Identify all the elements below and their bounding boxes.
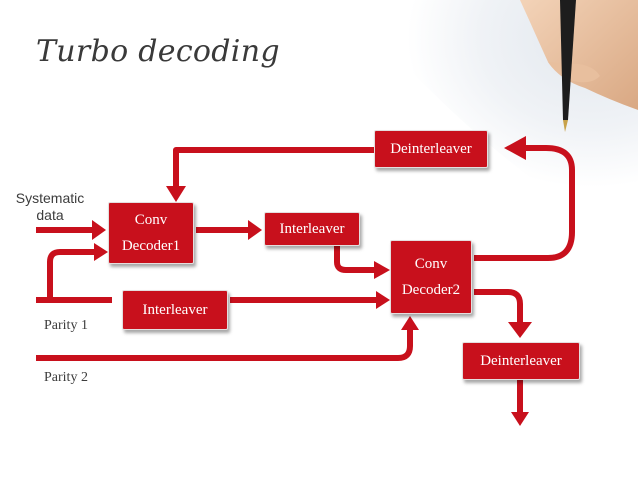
- parity2-label: Parity 2: [44, 370, 88, 385]
- interleaver-top-block: Interleaver: [264, 212, 360, 246]
- systematic-data-label: Systematic data: [8, 190, 92, 224]
- systematic-arrowhead: [92, 220, 106, 240]
- interleaver2-to-decoder2-arrowhead: [376, 291, 390, 309]
- hand-with-pen-illustration: [520, 0, 638, 132]
- deinterleaver-bottom-block: Deinterleaver: [462, 342, 580, 380]
- deinterleaver-to-decoder1-arrow: [173, 147, 374, 186]
- parity1-label: Parity 1: [44, 318, 88, 333]
- interleaver-to-decoder2-arrowhead: [374, 261, 390, 279]
- interleaver-bottom-block: Interleaver: [122, 290, 228, 330]
- deinterleaver-to-decoder1-arrowhead: [166, 186, 186, 202]
- parity1-to-decoder1-arrow: [47, 249, 94, 300]
- decoder2-label-line1: Conv: [414, 256, 448, 272]
- parity1-arrowhead: [94, 243, 108, 261]
- decoder2-feedback-arrow: [474, 145, 575, 261]
- decoder2-to-deinterleaver-arrow: [474, 289, 523, 322]
- systematic-label-line1: Systematic: [15, 190, 85, 206]
- slide-title: Turbo decoding: [36, 34, 280, 69]
- decoder1-to-interleaver-arrowhead: [248, 220, 262, 240]
- decoder1-label-line2: Decoder1: [121, 238, 181, 254]
- deinterleaver-top-block: Deinterleaver: [374, 130, 488, 168]
- conv-decoder2-block: Conv Decoder2: [390, 240, 472, 314]
- interleaver-to-decoder2-arrow: [334, 246, 374, 273]
- to-deinterleaver-arrowhead: [508, 322, 532, 338]
- parity2-arrow: [36, 330, 413, 361]
- conv-decoder1-block: Conv Decoder1: [108, 202, 194, 264]
- feedback-arrowhead: [504, 136, 526, 160]
- decoder2-label-line2: Decoder2: [401, 282, 461, 298]
- systematic-label-line2: data: [36, 207, 64, 223]
- parity2-arrowhead: [401, 316, 419, 330]
- output-arrowhead: [511, 412, 529, 426]
- decoder1-label-line1: Conv: [134, 212, 168, 228]
